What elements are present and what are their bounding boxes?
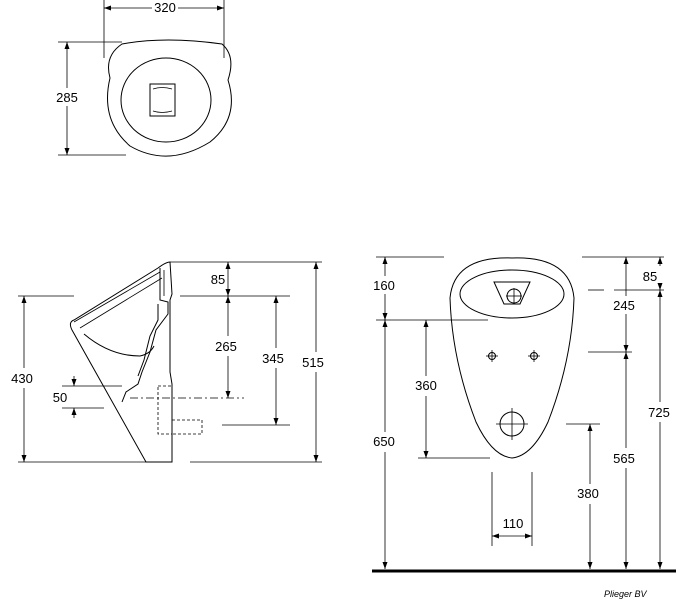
dim-front-fixing-floor: 565 [613, 451, 635, 466]
dim-side-total-height: 515 [302, 355, 324, 370]
dim-side-top-offset: 85 [211, 272, 225, 287]
side-view-body-outline [69, 261, 173, 463]
top-view-outlet-slot [149, 83, 176, 117]
front-view: 160 650 360 85 245 565 [372, 256, 676, 573]
dim-side-body-height: 430 [11, 371, 33, 386]
front-view-body-outline [449, 257, 575, 459]
dim-front-right-top-offset: 85 [643, 269, 657, 284]
dim-front-outlet-floor: 380 [577, 486, 599, 501]
dim-front-outlet-width: 110 [503, 516, 524, 531]
dim-top-width: 320 [154, 0, 176, 15]
top-view-inner-bowl [120, 57, 212, 143]
dim-side-inlet-bottom: 345 [262, 351, 284, 366]
front-view-fixing-hole-left [486, 350, 498, 362]
dim-top-depth: 285 [56, 90, 78, 105]
top-view-outer-outline [107, 39, 232, 157]
credit-text: Plieger BV [604, 589, 648, 599]
dim-front-fixing-spacing: 360 [415, 378, 437, 393]
front-view-outlet [496, 408, 528, 440]
dim-front-floor-rim: 650 [373, 434, 395, 449]
dim-side-inlet-outlet: 265 [215, 339, 237, 354]
side-view: 85 265 345 515 430 50 [11, 261, 324, 463]
front-view-fixing-hole-right [528, 350, 540, 362]
dim-front-bowl-top: 160 [373, 278, 395, 293]
dim-side-outlet-offset: 50 [53, 390, 67, 405]
top-view: 320 285 [56, 0, 232, 157]
dim-front-overall-floor: 725 [648, 405, 670, 420]
dim-front-fixing-top: 245 [613, 298, 635, 313]
